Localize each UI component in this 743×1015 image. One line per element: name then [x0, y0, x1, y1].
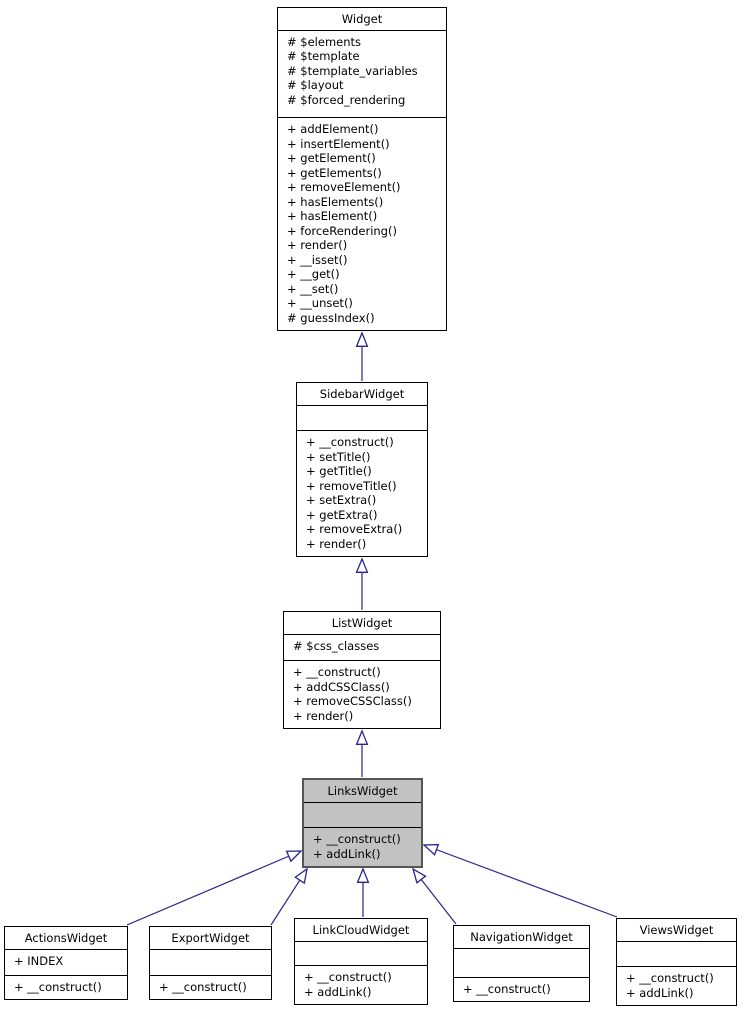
class-method: + __construct(): [293, 665, 381, 679]
class-method: + forceRendering(): [287, 223, 397, 238]
class-method: + __construct(): [304, 970, 392, 984]
class-methods-compartment: + __construct()+ addLink(): [617, 967, 736, 1005]
class-method: + render(): [293, 708, 354, 723]
class-box-sidebarwidget[interactable]: SidebarWidget + __construct()+ setTitle()…: [296, 382, 428, 557]
class-method: + __construct(): [463, 981, 551, 996]
class-method: # guessIndex(): [287, 310, 375, 325]
class-method: + __construct(): [626, 971, 714, 985]
class-method: + __get(): [287, 267, 340, 281]
class-attributes-compartment: [617, 942, 736, 967]
class-method: + insertElement(): [287, 136, 390, 151]
class-attributes-compartment: [454, 949, 589, 978]
class-method: + setExtra(): [306, 493, 377, 507]
class-attributes-compartment: [297, 406, 427, 431]
class-box-listwidget[interactable]: ListWidget# $css_classes+ __construct()+…: [283, 611, 441, 729]
class-attribute: # $layout: [287, 78, 344, 92]
class-method: + __construct(): [14, 979, 102, 994]
class-method: + addLink(): [313, 846, 381, 861]
class-methods-compartment: + __construct(): [5, 976, 127, 1000]
class-method: + getElement(): [287, 151, 376, 165]
class-attribute: # $template: [287, 49, 360, 63]
class-methods-compartment: + __construct()+ addCSSClass()+ removeCS…: [284, 661, 440, 728]
class-methods-compartment: + __construct()+ setTitle()+ getTitle()+…: [297, 431, 427, 556]
class-method: + addElement(): [287, 122, 379, 136]
class-title: ExportWidget: [150, 927, 271, 950]
class-method: + removeCSSClass(): [293, 694, 412, 708]
class-method: + removeExtra(): [306, 522, 403, 536]
class-attribute: # $css_classes: [293, 638, 380, 653]
inheritance-arrow-navigationwidget-to-linkswidget: [411, 867, 457, 925]
class-box-viewswidget[interactable]: ViewsWidget + __construct()+ addLink(): [616, 918, 737, 1006]
class-methods-compartment: + addElement()+ insertElement()+ getElem…: [278, 118, 446, 330]
class-method: + __set(): [287, 281, 339, 296]
inheritance-arrow-actionswidget-to-linkswidget: [126, 850, 303, 926]
inheritance-arrow-viewswidget-to-linkswidget: [422, 843, 618, 918]
class-method: + setTitle(): [306, 449, 371, 464]
class-method: + getExtra(): [306, 507, 378, 522]
class-methods-compartment: + __construct()+ addLink(): [304, 828, 421, 866]
class-title: SidebarWidget: [297, 383, 427, 406]
class-method: + getElements(): [287, 165, 382, 180]
class-methods-compartment: + __construct(): [454, 978, 589, 1002]
class-method: + render(): [287, 238, 348, 252]
class-method: + removeElement(): [287, 180, 401, 194]
class-method: + __construct(): [159, 979, 247, 994]
class-title: NavigationWidget: [454, 926, 589, 949]
class-box-navigationwidget[interactable]: NavigationWidget + __construct(): [453, 925, 590, 1002]
class-attributes-compartment: # $elements# $template# $template_variab…: [278, 31, 446, 118]
class-attributes-compartment: [295, 942, 427, 966]
class-attributes-compartment: # $css_classes: [284, 635, 440, 661]
class-method: + addLink(): [304, 984, 372, 999]
class-method: + getTitle(): [306, 464, 372, 478]
class-box-actionswidget[interactable]: ActionsWidget + INDEX + __construct(): [4, 926, 128, 1000]
inheritance-arrow-exportwidget-to-linkswidget: [270, 867, 308, 926]
class-title: Widget: [278, 8, 446, 31]
class-method: + __construct(): [313, 832, 401, 846]
class-method: + addCSSClass(): [293, 679, 390, 694]
class-box-widget[interactable]: Widget# $elements# $template# $template_…: [277, 7, 447, 331]
class-title: LinkCloudWidget: [295, 919, 427, 942]
class-box-linkcloudwidget[interactable]: LinkCloudWidget + __construct()+ addLink(…: [294, 918, 428, 1005]
class-method: + __construct(): [306, 435, 394, 449]
class-attribute: # $template_variables: [287, 63, 418, 78]
class-method: + __isset(): [287, 252, 348, 267]
class-title: ViewsWidget: [617, 919, 736, 942]
class-title: ActionsWidget: [5, 927, 127, 950]
class-attributes-compartment: [304, 803, 421, 828]
class-method: + addLink(): [626, 985, 694, 1000]
class-method: + render(): [306, 536, 367, 551]
class-attribute: + INDEX: [14, 953, 64, 968]
class-method: + hasElements(): [287, 194, 384, 209]
class-method: + hasElement(): [287, 209, 378, 223]
class-title: LinksWidget: [304, 780, 421, 803]
class-methods-compartment: + __construct()+ addLink(): [295, 966, 427, 1004]
class-methods-compartment: + __construct(): [150, 976, 271, 1000]
class-attributes-compartment: + INDEX: [5, 950, 127, 976]
class-title: ListWidget: [284, 612, 440, 635]
class-attribute: # $elements: [287, 34, 362, 49]
class-box-exportwidget[interactable]: ExportWidget + __construct(): [149, 926, 272, 1000]
class-attributes-compartment: [150, 950, 271, 976]
class-method: + removeTitle(): [306, 478, 397, 493]
class-box-linkswidget[interactable]: LinksWidget + __construct()+ addLink(): [302, 778, 423, 868]
class-method: + __unset(): [287, 296, 353, 310]
class-attribute: # $forced_rendering: [287, 92, 406, 107]
